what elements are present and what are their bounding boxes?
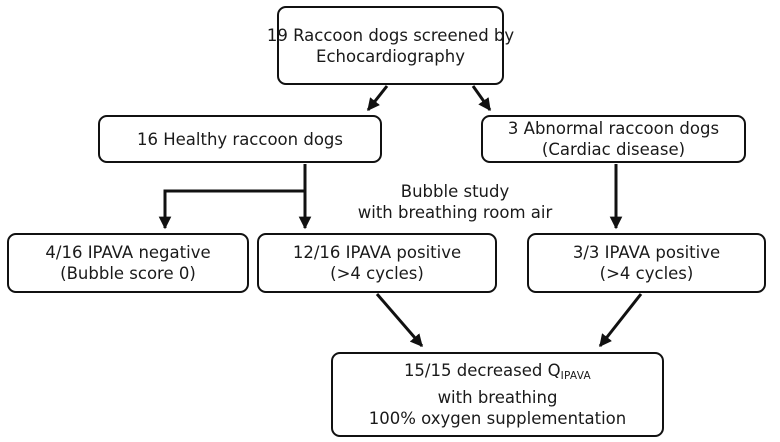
- arrow-positive-to-outcome: [375, 293, 424, 347]
- ipava-negative-line2: (Bubble score 0): [60, 264, 196, 283]
- ipava-positive-abnormal-line2: (>4 cycles): [599, 264, 694, 283]
- outcome-line2: with breathing: [437, 388, 558, 407]
- ipava-positive-abnormal-node: 3/3 IPAVA positive (>4 cycles): [527, 233, 766, 293]
- bubble-study-label: Bubble study with breathing room air: [340, 181, 570, 223]
- abnormal-line1: 3 Abnormal raccoon dogs: [507, 119, 720, 138]
- ipava-positive-healthy-line1: 12/16 IPAVA positive: [292, 243, 462, 262]
- arrow-abnormal-positive-to-outcome: [598, 293, 643, 347]
- outcome-line1-subscript: IPAVA: [560, 370, 592, 382]
- healthy-line1: 16 Healthy raccoon dogs: [136, 129, 343, 149]
- abnormal-node: 3 Abnormal raccoon dogs (Cardiac disease…: [481, 115, 746, 163]
- screened-line1: 19 Raccoon dogs screened by: [266, 25, 515, 45]
- outcome-line1-main: 15/15 decreased Q: [403, 361, 561, 380]
- ipava-positive-healthy-node: 12/16 IPAVA positive (>4 cycles): [257, 233, 497, 293]
- screened-node: 19 Raccoon dogs screened by Echocardiogr…: [267, 6, 514, 85]
- screened-line2: Echocardiography: [316, 46, 465, 66]
- bubble-study-line2: with breathing room air: [357, 203, 553, 222]
- outcome-line1: 15/15 decreased QIPAVA: [404, 360, 591, 387]
- ipava-negative-node: 4/16 IPAVA negative (Bubble score 0): [7, 233, 249, 293]
- bubble-study-line1: Bubble study: [400, 182, 510, 201]
- arrow-root-to-healthy: [366, 85, 389, 111]
- arrow-root-to-abnormal: [471, 85, 492, 112]
- arrow-healthy-to-negative: [158, 164, 307, 230]
- ipava-positive-healthy-line2: (>4 cycles): [330, 264, 424, 283]
- outcome-line3: 100% oxygen supplementation: [368, 409, 627, 428]
- healthy-node: 16 Healthy raccoon dogs: [98, 115, 382, 163]
- ipava-positive-abnormal-line1: 3/3 IPAVA positive: [572, 243, 721, 262]
- abnormal-line2: (Cardiac disease): [541, 140, 686, 159]
- outcome-node: 15/15 decreased QIPAVA with breathing 10…: [331, 352, 664, 437]
- ipava-negative-line1: 4/16 IPAVA negative: [45, 243, 211, 262]
